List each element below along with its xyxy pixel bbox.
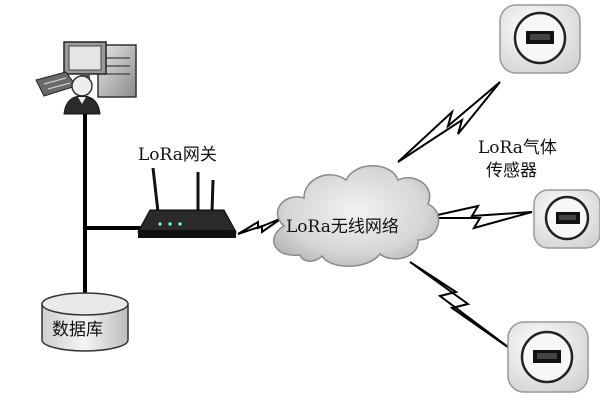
link-cloud-sensor-mid <box>423 204 533 230</box>
database-label: 数据库 <box>52 320 103 340</box>
computer-workstation-icon <box>35 41 137 115</box>
person-icon <box>63 75 101 115</box>
network-label: LoRa无线网络 <box>286 217 399 237</box>
link-router-cloud <box>237 217 283 235</box>
database-cylinder-icon <box>41 292 129 352</box>
gas-sensor-icon <box>499 4 600 393</box>
cloud-network-icon <box>273 165 440 267</box>
sensor-bottom <box>507 321 589 393</box>
wireless-router-icon <box>137 167 237 238</box>
wired-links <box>83 112 142 300</box>
gateway-label: LoRa网关 <box>138 145 217 165</box>
link-cloud-sensor-bottom <box>409 261 513 351</box>
sensor-label-line-1: LoRa气体 <box>478 138 557 158</box>
sensor-label-line-2: 传感器 <box>486 161 537 181</box>
sensor-middle <box>533 189 600 249</box>
sensor-top <box>499 4 581 74</box>
link-cloud-sensor-top <box>397 81 501 163</box>
